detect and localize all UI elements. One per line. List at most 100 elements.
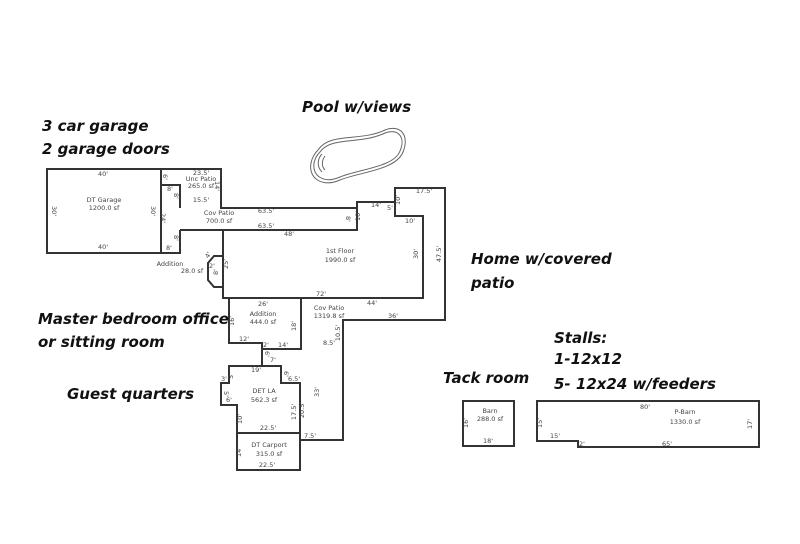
- dim: 5': [222, 391, 230, 397]
- room-barn-name: Barn: [482, 407, 497, 415]
- dim: 18': [483, 437, 493, 445]
- dim: 47.5': [435, 246, 443, 262]
- note-home-2: patio: [470, 274, 514, 292]
- dim: 3': [221, 375, 227, 383]
- dim: 2': [209, 262, 215, 270]
- room-carport-area: 315.0 sf: [256, 450, 283, 458]
- dim: 17.5': [416, 187, 432, 195]
- note-garage-1: 3 car garage: [42, 117, 149, 135]
- dim: 8': [172, 193, 180, 199]
- dim: 5': [227, 373, 235, 379]
- dim: 10': [405, 217, 415, 225]
- dim: 65': [662, 440, 672, 448]
- dim: 15': [550, 432, 560, 440]
- dim: 10.5': [334, 325, 342, 341]
- dim: 14': [235, 447, 243, 457]
- note-stalls-2: 1-12x12: [554, 350, 622, 368]
- note-master-2: or sitting room: [38, 333, 165, 351]
- room-cov-patio-area: 700.0 sf: [206, 217, 233, 225]
- room-carport-name: DT Carport: [251, 441, 287, 449]
- dim: 30': [50, 206, 58, 216]
- note-stalls-1: Stalls:: [554, 329, 607, 347]
- dim: 22.5': [260, 424, 276, 432]
- room-det-la-name: DET LA: [252, 387, 276, 395]
- dim: 6': [282, 371, 290, 377]
- p-barn-outline: [536, 400, 760, 448]
- dim: 19': [251, 366, 261, 374]
- room-garage-area: 1200.0 sf: [89, 204, 120, 212]
- dim: 10': [394, 195, 402, 205]
- garage-outline: [46, 168, 162, 254]
- cov-patio-bottom: [180, 202, 358, 231]
- room-addition-area: 444.0 sf: [250, 318, 277, 326]
- note-master-1: Master bedroom office: [38, 310, 229, 328]
- dim: 63.5': [258, 207, 274, 215]
- dim: 17.5': [290, 404, 298, 420]
- dim: 8': [212, 269, 220, 275]
- unc-patio-inner: [161, 184, 181, 208]
- dim: 30': [149, 206, 157, 216]
- note-pool: Pool w/views: [302, 98, 411, 116]
- annotations: 3 car garage 2 garage doors Pool w/views…: [38, 98, 716, 403]
- room-p-barn-name: P-Barn: [674, 408, 695, 416]
- dim: 33': [313, 387, 321, 397]
- dim: 20.5': [298, 402, 306, 418]
- room-cov-patio-2-area: 1319.8 sf: [314, 312, 345, 320]
- room-garage-name: DT Garage: [87, 196, 122, 204]
- room-cov-patio-name: Cov Patio: [204, 209, 234, 217]
- pool: [310, 128, 406, 184]
- note-home-1: Home w/covered: [471, 250, 612, 268]
- dim: 5': [387, 204, 393, 212]
- dim: 6.5': [288, 375, 300, 383]
- patio-outline: [161, 168, 446, 441]
- room-cov-patio-2-name: Cov Patio: [314, 304, 344, 312]
- dim: 7.5': [304, 432, 316, 440]
- dim: 6': [263, 351, 271, 357]
- room-p-barn-area: 1330.0 sf: [670, 418, 701, 426]
- dim: 4': [203, 250, 213, 259]
- dim: 23.5': [193, 169, 209, 177]
- dim: 14': [371, 201, 381, 209]
- dim: 8.5': [323, 339, 335, 347]
- dim: 80': [640, 403, 650, 411]
- dim: 2': [579, 440, 585, 448]
- dim: 25': [222, 259, 230, 269]
- dim: 2': [263, 341, 269, 349]
- first-floor-outline: [222, 202, 424, 299]
- dimension-labels: 40' 40' 30' 30' 23.5' 6' 8' 8' 14' 15.5'…: [50, 169, 754, 469]
- dim: 26': [258, 300, 268, 308]
- room-labels: DT Garage 1200.0 sf Unc Patio 265.0 sf C…: [87, 175, 701, 458]
- dim: 8': [172, 235, 180, 241]
- dim: 72': [316, 290, 326, 298]
- room-unc-patio-area: 265.0 sf: [188, 182, 215, 190]
- dim: 8': [344, 216, 352, 222]
- dim: 16': [228, 316, 236, 326]
- note-guest: Guest quarters: [67, 385, 194, 403]
- dim: 10': [354, 211, 362, 221]
- dim: 14': [278, 341, 288, 349]
- dim: 10': [236, 414, 244, 424]
- dim: 14': [213, 181, 221, 191]
- dim: 15': [536, 418, 544, 428]
- dim: 44': [367, 299, 377, 307]
- dim: 18': [290, 321, 298, 331]
- dim: 6': [226, 396, 232, 404]
- dim: 36': [388, 312, 398, 320]
- room-first-floor-name: 1st Floor: [326, 247, 355, 255]
- dim: 6': [161, 174, 169, 180]
- dim: 15.5': [193, 196, 209, 204]
- dim: 24': [159, 213, 167, 223]
- small-addition-outline: [207, 255, 223, 288]
- room-first-floor-area: 1990.0 sf: [325, 256, 356, 264]
- note-garage-2: 2 garage doors: [42, 140, 170, 158]
- note-stalls-3: 5- 12x24 w/feeders: [554, 375, 716, 393]
- dim: 40': [98, 243, 108, 251]
- dim: 7': [270, 356, 276, 364]
- dim: 16': [462, 418, 470, 428]
- addition-outline: [228, 298, 302, 366]
- room-barn-area: 288.0 sf: [477, 415, 504, 423]
- dim: 30': [412, 249, 420, 259]
- room-addition-small-name: Addition: [157, 260, 184, 268]
- room-det-la-area: 562.3 sf: [251, 396, 278, 404]
